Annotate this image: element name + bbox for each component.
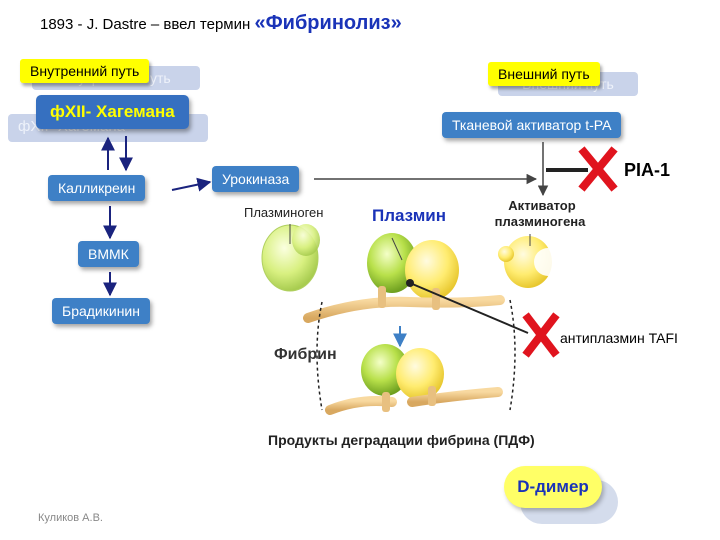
ddimer-badge: D-димер	[504, 466, 602, 508]
intrinsic-pathway-label: Внутренний путь	[20, 59, 150, 83]
hmwk-box: ВММК	[78, 241, 139, 267]
fibrin-label: Фибрин	[274, 346, 337, 363]
plasmin-molecule	[367, 233, 459, 300]
pai-label: PIA-1	[624, 160, 671, 180]
plasminogen-molecule	[261, 224, 320, 292]
degradation-guide-right	[509, 299, 516, 411]
title-term: «Фибринолиз»	[254, 12, 402, 34]
title-prefix: 1893 - J. Dastre – ввел термин	[40, 16, 251, 33]
fibrin-strand-upper	[303, 286, 505, 323]
activator-label-line1: Активатор	[508, 198, 576, 213]
pai-block-icon	[578, 146, 618, 192]
page-title: 1893 - J. Dastre – ввел термин «Фибринол…	[40, 12, 402, 35]
antiplasmin-line-end	[406, 279, 414, 287]
antiplasmin-inhibition-line	[409, 282, 529, 334]
factor-xii-box: фXII- Хагемана	[36, 95, 189, 129]
arrow-kallikrein-to-urokinase	[171, 177, 212, 192]
plasminogen-label: Плазминоген	[244, 205, 324, 220]
bradykinin-box: Брадикинин	[52, 298, 150, 324]
degradation-guide-left	[316, 301, 323, 411]
activator-label-line2: плазминогена	[494, 214, 586, 229]
tpa-box: Тканевой активатор t-PA	[442, 112, 622, 138]
kallikrein-box: Калликреин	[48, 175, 146, 201]
plasmin-label: Плазмин	[372, 206, 447, 225]
plasminogen-activator-molecule	[498, 234, 562, 288]
antiplasmin-label: антиплазмин TAFI	[560, 330, 678, 346]
antiplasmin-block-icon	[522, 312, 560, 358]
urokinase-box: Урокиназа	[212, 166, 300, 192]
author-footer: Куликов А.В.	[38, 512, 103, 524]
extrinsic-pathway-label: Внешний путь	[488, 62, 600, 86]
fibrin-strand-lower	[325, 386, 503, 415]
fdp-label: Продукты деградации фибрина (ПДФ)	[268, 432, 535, 448]
